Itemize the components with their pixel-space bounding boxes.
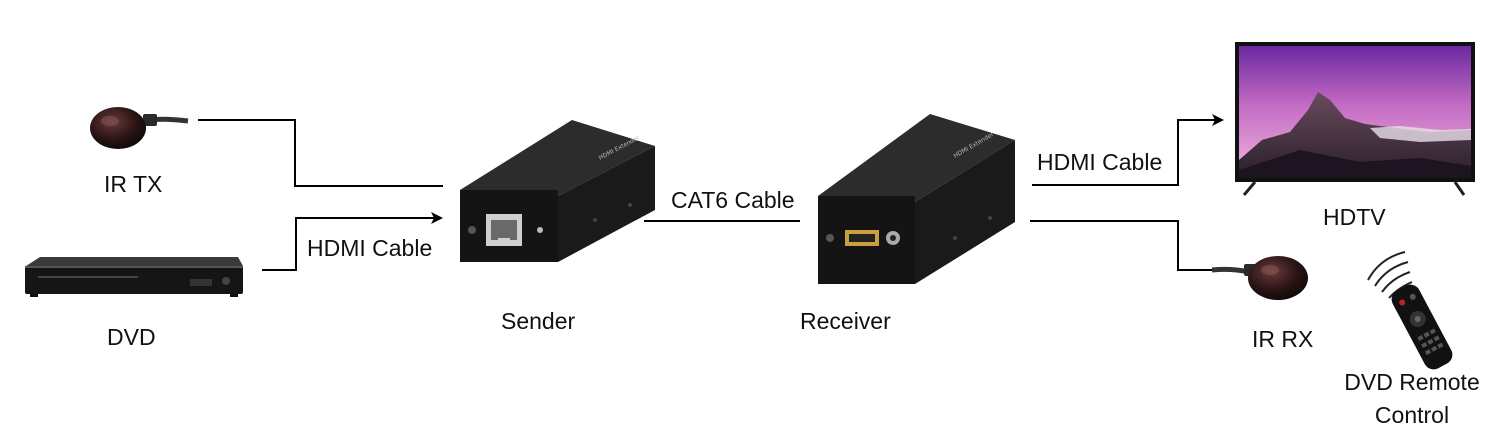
cat6-cable-label: CAT6 Cable — [671, 187, 795, 213]
ir-tx-connection-line — [198, 119, 443, 187]
ir-receiver-icon — [1211, 256, 1308, 300]
sender-label: Sender — [501, 308, 576, 334]
television-icon — [1235, 42, 1475, 196]
remote-control-icon — [1367, 251, 1453, 370]
dvd-hdmi-connection-arrow — [262, 212, 443, 271]
remote-label-line2: Control — [1374, 402, 1450, 428]
ir-rx-connection-line — [1030, 220, 1222, 271]
hdtv-hdmi-connection-arrow — [1032, 114, 1224, 186]
ir-tx-label: IR TX — [104, 171, 163, 197]
dvd-player-icon — [25, 257, 243, 297]
ir-rx-label: IR RX — [1252, 326, 1314, 352]
extender-receiver-icon: HDMI Extender — [818, 114, 1015, 284]
remote-label-line1: DVD Remote — [1344, 369, 1480, 395]
extender-sender-icon: HDMI Extender — [460, 120, 655, 262]
dvd-label: DVD — [107, 324, 156, 350]
hdmi-cable-out-label: HDMI Cable — [1037, 149, 1163, 175]
hdmi-cable-in-label: HDMI Cable — [307, 235, 433, 261]
hdtv-label: HDTV — [1323, 204, 1386, 230]
receiver-label: Receiver — [800, 308, 891, 334]
ir-emitter-icon — [90, 107, 189, 149]
